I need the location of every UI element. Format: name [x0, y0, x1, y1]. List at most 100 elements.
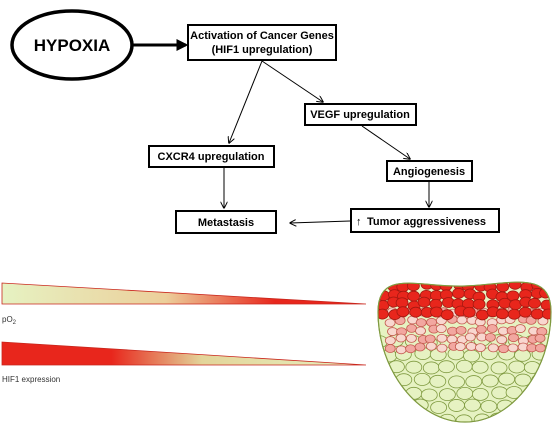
- cell: [378, 308, 389, 320]
- tumor-up-arrow: ↑: [356, 216, 362, 228]
- vegf-label: VEGF upregulation: [310, 109, 410, 121]
- cell: [490, 361, 508, 375]
- cell: [507, 343, 519, 353]
- cell: [378, 335, 388, 349]
- cell: [486, 324, 498, 333]
- cell: [405, 412, 422, 422]
- cell: [498, 344, 509, 354]
- cell: [541, 388, 551, 402]
- cell: [534, 333, 546, 343]
- cell: [462, 306, 476, 318]
- vegf-node: VEGF upregulation: [304, 103, 417, 126]
- po2-gradient-wedge: [1, 282, 367, 305]
- cell: [406, 333, 417, 343]
- cell: [464, 332, 476, 342]
- cell: [475, 324, 487, 334]
- cell: [455, 359, 473, 373]
- cell: [429, 374, 447, 388]
- cxcr4-label: CXCR4 upregulation: [158, 151, 265, 163]
- cell: [387, 411, 405, 422]
- cell: [384, 318, 396, 328]
- cell: [508, 360, 526, 374]
- cell: [514, 373, 532, 387]
- cell: [430, 306, 443, 318]
- cell: [507, 308, 521, 320]
- cell: [535, 343, 546, 353]
- cell: [415, 326, 426, 336]
- cell: [495, 308, 509, 320]
- cell: [489, 412, 507, 422]
- cell: [378, 282, 389, 291]
- cell: [395, 373, 413, 387]
- cell: [514, 399, 532, 413]
- cell: [464, 398, 481, 412]
- cell: [407, 282, 420, 292]
- cell: [409, 306, 423, 318]
- cell: [407, 290, 421, 302]
- cell: [456, 315, 468, 325]
- activation-node: Activation of Cancer Genes (HIF1 upregul…: [187, 24, 337, 61]
- cell: [424, 334, 436, 344]
- cell: [384, 336, 396, 345]
- cell: [518, 306, 532, 318]
- cell: [405, 344, 416, 354]
- cell: [481, 374, 499, 388]
- cell: [455, 325, 467, 335]
- cell: [539, 287, 551, 299]
- cell: [524, 387, 542, 401]
- cell: [508, 333, 519, 343]
- cell: [395, 345, 407, 355]
- cell: [475, 343, 486, 353]
- cell: [491, 386, 509, 400]
- cell: [446, 334, 458, 344]
- hif1-expression-label: HIF1 expression: [2, 375, 60, 384]
- po2-label: pO2: [2, 315, 17, 326]
- cell: [505, 414, 523, 422]
- cell: [378, 411, 389, 422]
- hypoxia-label: HYPOXIA: [34, 36, 111, 55]
- cell: [508, 282, 522, 290]
- hif1-gradient-wedge: [1, 341, 367, 366]
- cell: [422, 361, 440, 375]
- activation-label-line1: Activation of Cancer Genes: [190, 30, 334, 42]
- cell: [528, 297, 541, 309]
- cell: [378, 401, 396, 414]
- cell: [395, 398, 412, 412]
- cell: [471, 387, 489, 401]
- cell: [498, 372, 516, 386]
- cell: [386, 386, 404, 400]
- cell: [522, 411, 540, 422]
- cell: [498, 297, 512, 309]
- cell: [465, 342, 477, 351]
- cell: [387, 327, 398, 336]
- cell: [540, 362, 551, 375]
- cell: [417, 296, 431, 308]
- cell: [425, 341, 437, 351]
- cell: [395, 297, 409, 309]
- activation-label-line2: (HIF1 upregulation): [212, 44, 313, 56]
- cell: [384, 344, 396, 353]
- cell: [405, 360, 423, 374]
- angiogenesis-node: Angiogenesis: [386, 160, 473, 182]
- cell: [547, 349, 551, 363]
- cxcr4-node: CXCR4 upregulation: [148, 145, 275, 168]
- arrow-activation-to-cxcr4: [229, 60, 263, 143]
- cell: [378, 388, 388, 402]
- tumor-spheroid-illustration: [377, 281, 552, 423]
- cell: [415, 318, 427, 328]
- cell: [436, 333, 448, 343]
- cell: [438, 413, 456, 422]
- cell: [420, 388, 438, 402]
- cell: [475, 309, 489, 321]
- cell: [420, 413, 438, 422]
- cell: [456, 387, 474, 400]
- arrow-tumor-to-metastasis: [290, 221, 351, 223]
- cell: [448, 399, 465, 412]
- cell: [530, 308, 544, 320]
- cell: [440, 309, 454, 321]
- cell: [484, 332, 496, 342]
- cell: [465, 375, 483, 388]
- metastasis-node: Metastasis: [175, 210, 277, 234]
- cell: [396, 306, 410, 318]
